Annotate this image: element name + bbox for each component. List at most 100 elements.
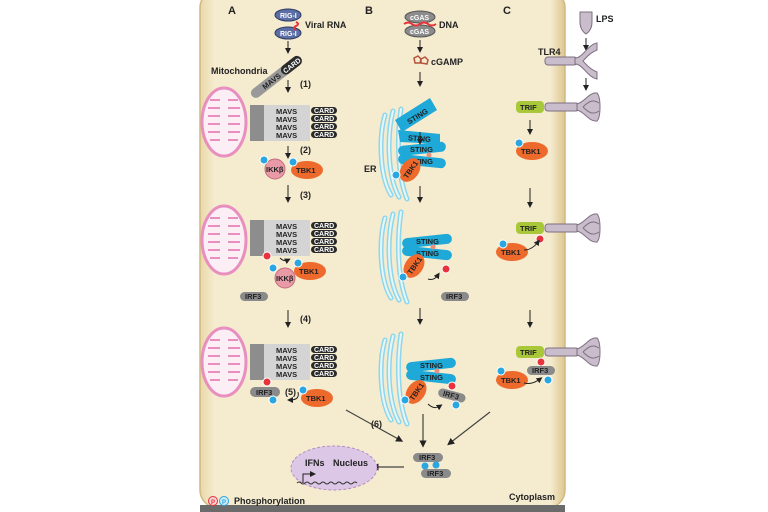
nucleus [290,445,378,491]
ikkb-label: IKKβ [276,274,294,283]
phospho-blue-legend-icon [219,496,229,506]
cytoplasm-label: Cytoplasm [509,492,555,502]
mavs-card-stack: MAVS MAVS MAVS MAVS CARD CARD CARD CARD [250,220,337,256]
step-5: (5) [285,387,296,397]
svg-text:CARD: CARD [314,247,334,254]
ikkb-protein [264,158,286,180]
ifns-label: IFNs [305,458,325,468]
svg-text:MAVS: MAVS [276,107,297,116]
rig-i-label: RIG-I [280,13,297,20]
panel-a: RIG-I RIG-I Viral RNA Mitochondria MAVS … [200,8,347,407]
irf3-protein [527,366,555,375]
phospho-blue-icon [391,170,401,180]
convergence: (6) IRF3 IRF3 IFNs Nucleus Cytoplasm P P… [208,409,555,506]
irf3-label: IRF3 [442,389,460,402]
svg-text:CARD: CARD [314,371,334,378]
svg-text:CARD: CARD [314,116,334,123]
dna-icon [403,21,437,27]
irf3-label: IRF3 [419,453,435,462]
irf3-protein [413,453,443,462]
phospho-blue-icon [288,157,298,167]
bottom-border [200,505,565,512]
transcription-start-icon [302,471,316,483]
cgas-label: cGAS [410,15,429,22]
irf3-label: IRF3 [446,292,462,301]
irf3-label: IRF3 [532,366,548,375]
irf3-label: IRF3 [256,388,272,397]
mavs-card-stack: MAVS MAVS MAVS MAVS CARD CARD CARD CARD [250,344,337,380]
er-label: ER [364,164,377,174]
svg-text:STING: STING [416,237,439,246]
svg-text:STING: STING [420,361,443,370]
phospho-blue-icon [543,375,553,385]
phospho-blue-icon [259,155,269,165]
sting-dimer: STING STING [406,357,456,385]
step-2: (2) [300,145,311,155]
phospho-blue-icon [293,258,303,268]
phospho-red-icon [536,357,546,367]
step-1: (1) [300,79,311,89]
tbk1-label: TBK1 [501,376,521,385]
irf3-protein [240,292,268,301]
phospho-red-icon [535,234,545,244]
mitochondria-label: Mitochondria [211,66,268,76]
phospho-blue-icon [498,239,508,249]
nucleus-label: Nucleus [333,458,368,468]
trif-protein [516,346,544,358]
tbk1-protein [516,142,548,160]
svg-text:CARD: CARD [314,108,334,115]
phospho-blue-icon [400,395,410,405]
phosphorylation-legend-label: Phosphorylation [234,496,305,506]
cgamp-icon [413,55,429,65]
tlr4-label: TLR4 [538,47,561,57]
phospho-blue-icon [451,400,461,410]
tbk1-protein [405,380,427,404]
svg-text:MAVS: MAVS [276,131,297,140]
rig-i-protein [274,8,302,22]
viral-rna-icon [293,21,299,31]
cgas-label: cGAS [410,29,429,36]
tbk1-label: TBK1 [501,248,521,257]
phospho-blue-icon [268,395,278,405]
svg-text:CARD: CARD [314,363,334,370]
svg-text:STING: STING [420,373,443,382]
svg-text:MAVS: MAVS [276,370,297,379]
svg-text:STING: STING [410,157,433,166]
lps-icon [579,11,593,35]
trif-protein [516,101,544,113]
irf3-label: IRF3 [427,469,443,478]
svg-text:CARD: CARD [314,231,334,238]
tbk1-protein [399,158,421,182]
panel-label-c: C [503,5,511,17]
svg-text:CARD: CARD [314,239,334,246]
phospho-blue-icon [421,462,429,470]
tbk1-protein [496,371,528,389]
panel-label-a: A [228,5,236,17]
svg-text:MAVS: MAVS [276,362,297,371]
svg-text:CARD: CARD [314,355,334,362]
irf3-label: IRF3 [245,292,261,301]
tbk1-label: TBK1 [296,166,316,175]
svg-text:CARD: CARD [314,347,334,354]
svg-text:STING: STING [416,249,439,258]
trif-label: TRIF [520,103,537,112]
phospho-red-icon [441,264,451,274]
lps-label: LPS [596,14,614,24]
trif-label: TRIF [520,224,537,233]
svg-text:MAVS: MAVS [276,238,297,247]
tbk1-protein [294,262,326,280]
svg-text:MAVS: MAVS [276,354,297,363]
svg-text:P: P [211,500,215,506]
ikkb-protein [274,267,296,289]
dna-label: DNA [439,20,459,30]
dna-strand-icon [296,481,358,485]
mitochondrion-icon [200,204,248,276]
phospho-red-icon [262,251,272,261]
phospho-blue-icon [268,263,278,273]
irf3-protein [438,388,466,403]
mitochondrion-icon [200,86,248,158]
phospho-blue-icon [496,366,506,376]
svg-text:MAVS: MAVS [276,222,297,231]
rig-i-label: RIG-I [280,31,297,38]
tbk1-label: TBK1 [521,147,541,156]
